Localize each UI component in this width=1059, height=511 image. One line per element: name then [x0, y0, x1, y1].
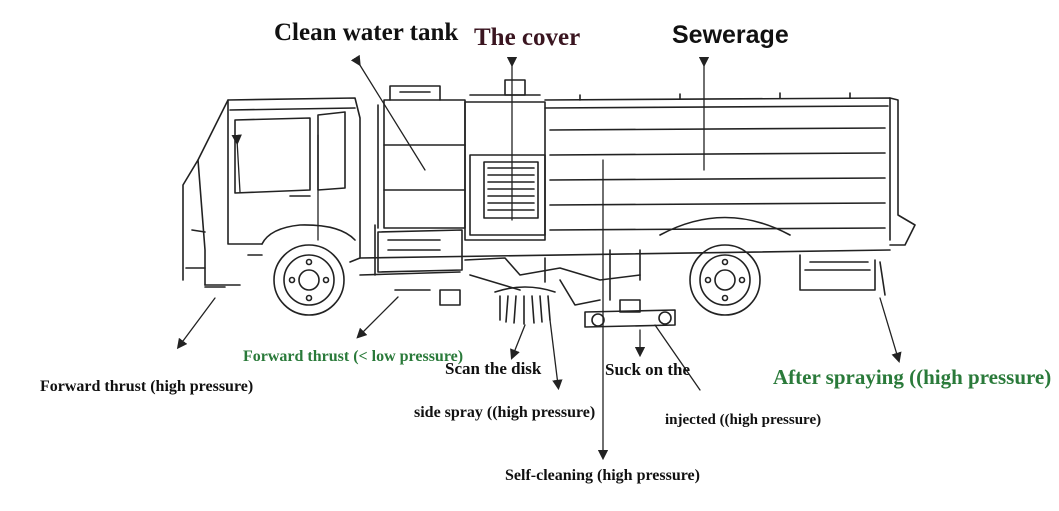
front-wheel [273, 244, 345, 316]
brush-and-suction-assembly [204, 249, 886, 328]
label-forward-thrust-high: Forward thrust (high pressure) [40, 378, 254, 395]
label-clean-water-tank: Clean water tank [274, 19, 459, 46]
label-injected: injected ((high pressure) [665, 412, 822, 428]
label-scan-the-disk: Scan the disk [445, 359, 542, 378]
label-self-cleaning: Self-cleaning (high pressure) [505, 467, 700, 484]
rear-wheel [689, 244, 761, 316]
label-the-cover: The cover [474, 24, 581, 51]
water-tank [377, 85, 466, 229]
label-sewerage: Sewerage [672, 21, 789, 49]
chassis [359, 224, 891, 291]
callout-lines [176, 54, 902, 461]
cab [182, 97, 361, 286]
label-forward-thrust-low: Forward thrust (< low pressure) [243, 348, 464, 365]
cover-box [464, 79, 546, 241]
label-side-spray: side spray ((high pressure) [414, 404, 596, 421]
sewage-tank [544, 92, 916, 246]
label-suck-on-the: Suck on the [605, 360, 691, 379]
label-after-spraying: After spraying ((high pressure) [773, 365, 1052, 389]
